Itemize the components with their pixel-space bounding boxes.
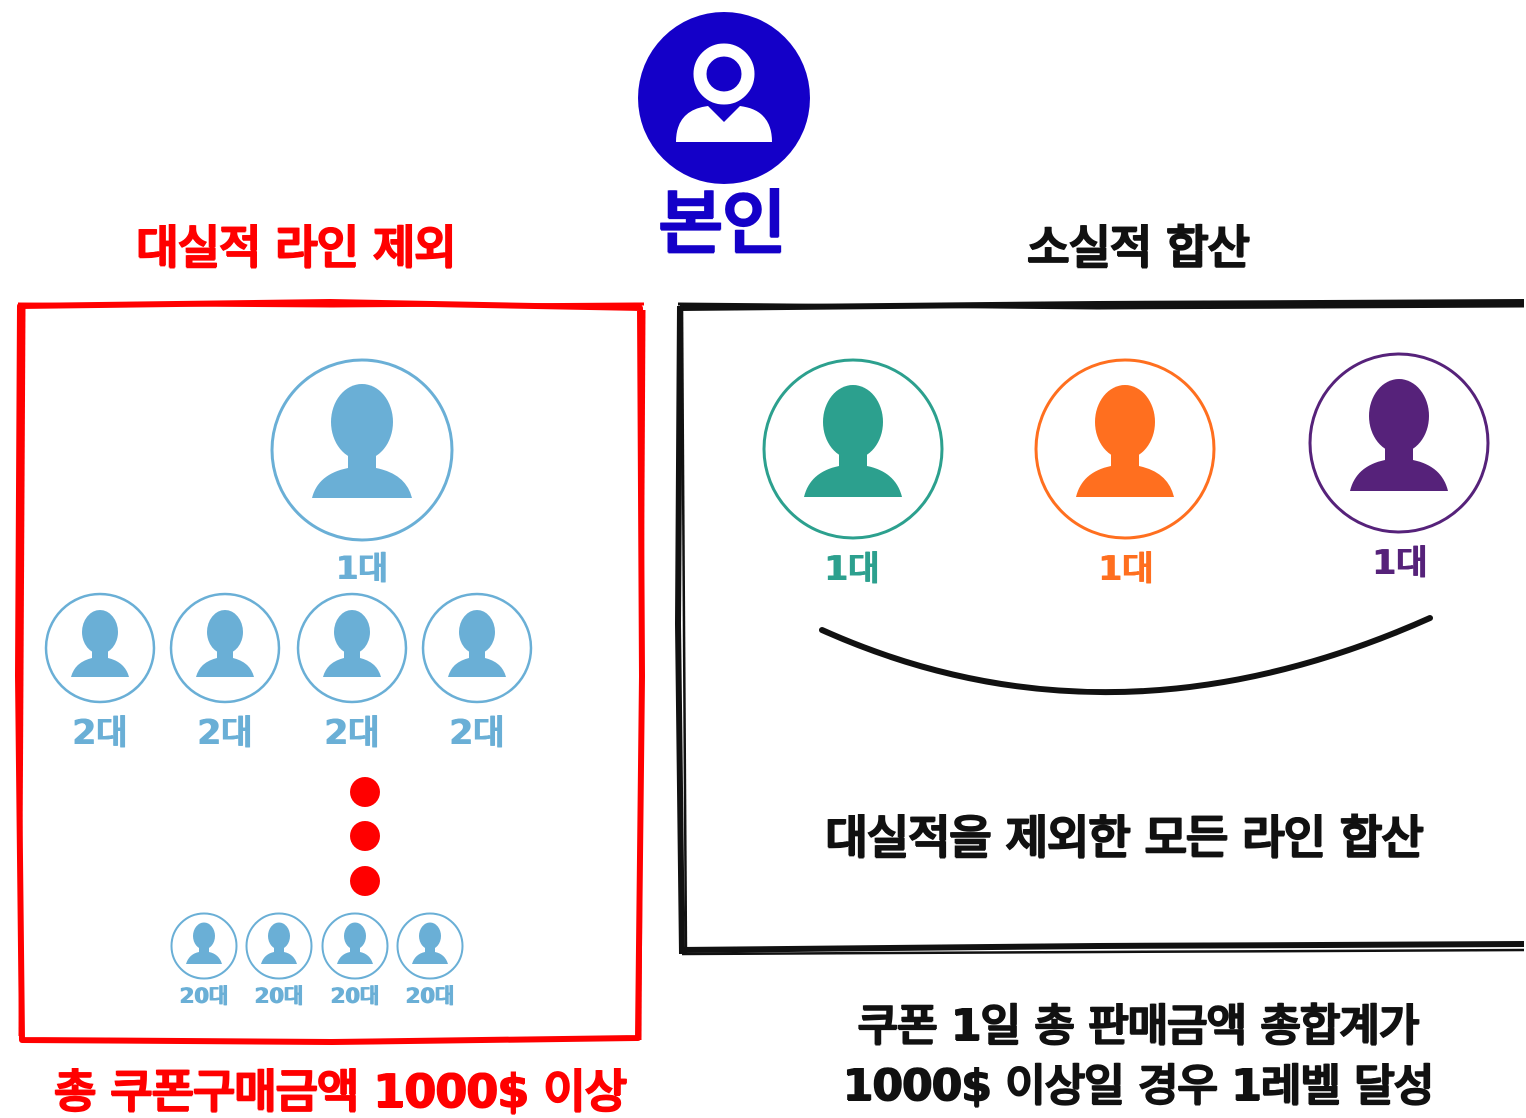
grouping-curve [819,615,1433,696]
tier20-label: 20대 [254,984,304,1008]
tier2-label: 2대 [197,713,253,753]
tier20-label: 20대 [330,984,380,1008]
sub-line-member-label: 1대 [824,549,880,589]
continuation-dot [350,866,380,896]
tier2-member-icon [169,592,281,704]
sub-line-member-icon [762,358,944,540]
left-panel-footer: 총 쿠폰구매금액 1000$ 이상 [54,1064,627,1118]
tier2-member-icon [296,592,408,704]
continuation-dot [350,777,380,807]
right-panel-summary: 대실적을 제외한 모든 라인 합산 [825,810,1423,864]
self-avatar-icon [638,12,810,184]
right-panel-frame [674,299,1525,956]
right-panel-heading: 소실적 합산 [1027,220,1250,274]
tier2-member-icon [44,592,156,704]
tier20-member-icon [245,912,313,980]
self-label: 본인 [658,182,787,264]
tier1-member-icon [270,358,454,542]
right-panel-footer-line2: 1000$ 이상일 경우 1레벨 달성 [842,1060,1434,1111]
tier1-label: 1대 [336,549,388,587]
tier20-member-icon [396,912,464,980]
left-panel-heading: 대실적 라인 제외 [136,220,456,274]
continuation-dot [350,821,380,851]
tier20-label: 20대 [405,984,455,1008]
tier20-member-icon [170,912,238,980]
tier2-label: 2대 [324,713,380,753]
sub-line-member-label: 1대 [1098,549,1154,589]
left-panel-frame [15,299,646,1045]
sub-line-member-label: 1대 [1372,543,1428,583]
right-panel-footer-line1: 쿠폰 1일 총 판매금액 총합계가 [857,1000,1420,1051]
tier20-label: 20대 [179,984,229,1008]
sub-line-member-icon [1308,352,1490,534]
tier20-member-icon [321,912,389,980]
tier2-label: 2대 [449,713,505,753]
tier2-member-icon [421,592,533,704]
tier2-label: 2대 [72,713,128,753]
sub-line-member-icon [1034,358,1216,540]
